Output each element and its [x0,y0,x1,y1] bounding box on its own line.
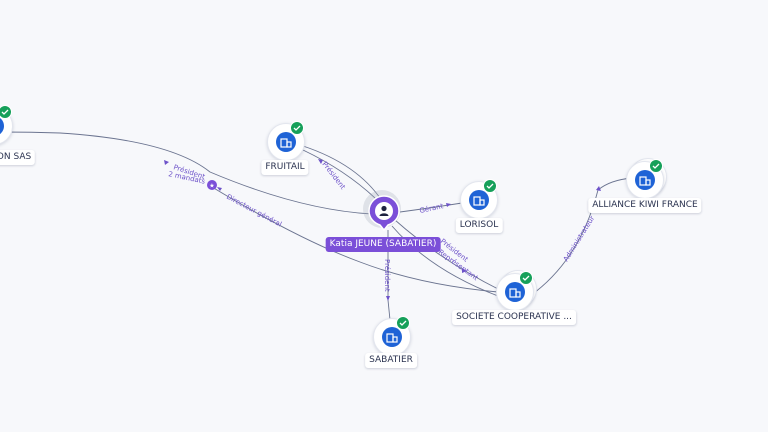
edge-coop-b [391,225,499,297]
company-label-alliance[interactable]: ALLIANCE KIWI FRANCE [588,198,702,213]
edge-label-fruitail: Président [320,160,347,191]
edge-coop-a [394,219,501,291]
person-label[interactable]: Katia JEUNE (SABATIER) [325,237,441,252]
check-badge-icon [396,316,410,330]
check-badge-icon [290,121,304,135]
edge-label-directeur: Directeur général [225,193,283,229]
check-badge-icon [0,105,12,119]
arrow-alliance [596,186,601,191]
edge-directeur [211,186,499,293]
person-icon [368,195,400,231]
person-node[interactable] [363,190,402,231]
company-node-fruitail[interactable] [267,121,305,161]
arrow-fruitail [318,159,323,164]
company-node-left[interactable] [0,105,13,145]
company-label-cooperative[interactable]: SOCIETE COOPERATIVE ... [452,310,576,325]
edge-label-lorisol: Gérant [419,202,444,215]
edge-fruitail-2 [302,149,376,199]
company-node-lorisol[interactable] [460,179,498,219]
company-node-cooperative[interactable] [496,270,537,311]
arrow-left [164,160,169,165]
company-node-alliance[interactable] [626,158,667,199]
arrow-lorisol [446,203,451,207]
building-icon [0,116,4,136]
building-icon [505,282,525,302]
edge-lorisol [399,202,463,213]
star-badge-icon: ★ [207,180,217,190]
check-badge-icon [519,271,533,285]
building-icon [382,327,402,347]
edge-label-sabatier: Président [383,259,391,292]
building-icon [276,132,296,152]
check-badge-icon [483,179,497,193]
company-label-left[interactable]: ON SAS [0,150,36,165]
edge-fruitail [302,145,385,205]
company-label-lorisol[interactable]: LORISOL [455,218,503,233]
company-node-sabatier[interactable] [373,316,411,356]
edge-label-alliance: Administrateur [562,214,596,263]
arrow-directeur [217,187,222,191]
check-badge-icon [649,159,663,173]
edge-left-company [0,131,373,215]
building-icon [635,170,655,190]
building-icon [469,190,489,210]
arrow-sabatier [386,296,390,301]
company-label-fruitail[interactable]: FRUITAIL [261,160,309,175]
svg-text:★: ★ [209,183,214,190]
arrow-coop [462,268,467,273]
company-label-sabatier[interactable]: SABATIER [365,353,417,368]
